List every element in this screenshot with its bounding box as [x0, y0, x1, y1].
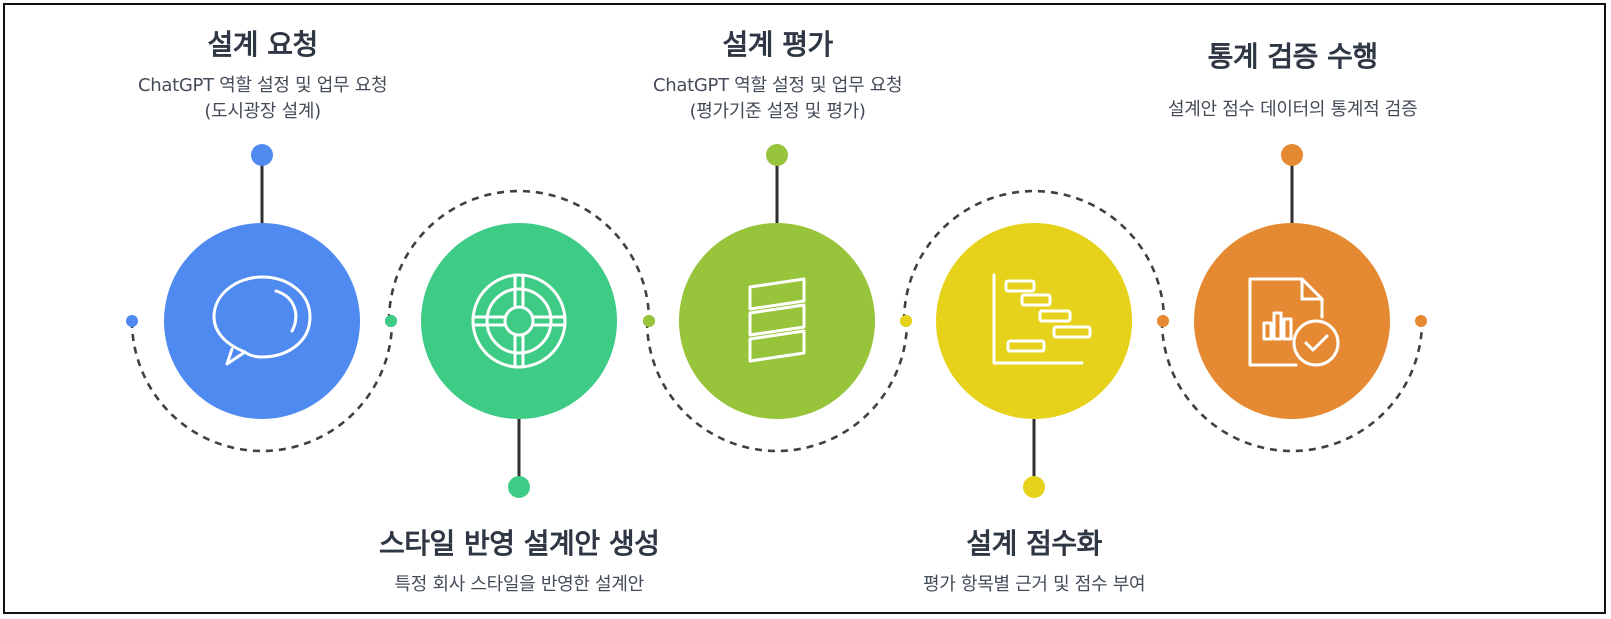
step-1-label: 설계 요청 ChatGPT 역할 설정 및 업무 요청 (도시광장 설계) — [138, 23, 388, 125]
step-3-label: 설계 평가 ChatGPT 역할 설정 및 업무 요청 (평가기준 설정 및 평… — [653, 23, 903, 125]
step-1-desc-line-1: ChatGPT 역할 설정 및 업무 요청 — [138, 75, 388, 96]
step-4-desc-line-1: 평가 항목별 근거 및 점수 부여 — [923, 574, 1146, 595]
step-4-circle — [936, 223, 1132, 419]
verified-report-icon — [1248, 277, 1340, 367]
stem-lines — [251, 144, 1303, 498]
layer-1 — [748, 277, 806, 311]
step-2-description: 특정 회사 스타일을 반영한 설계안 — [379, 572, 659, 598]
wheel-middle-ring — [485, 287, 553, 355]
step-5-right-dot — [1415, 315, 1427, 327]
gantt-chart-icon — [992, 273, 1092, 365]
diagram-frame: 설계 요청 ChatGPT 역할 설정 및 업무 요청 (도시광장 설계) 스타… — [3, 3, 1606, 614]
step-4-description: 평가 항목별 근거 및 점수 부여 — [923, 572, 1146, 598]
report-fold — [1300, 277, 1324, 301]
step-3-description: ChatGPT 역할 설정 및 업무 요청 (평가기준 설정 및 평가) — [653, 73, 903, 125]
process-diagram — [126, 144, 1427, 498]
step-1-circle — [164, 223, 360, 419]
step-2-title: 스타일 반영 설계안 생성 — [379, 527, 660, 560]
gantt-bar-1 — [1004, 279, 1036, 293]
gantt-bar-2 — [1020, 293, 1052, 307]
step-circles — [164, 223, 1390, 419]
report-page — [1248, 277, 1324, 367]
speech-bubble-icon — [212, 275, 312, 366]
step-1-desc-line-2: (도시광장 설계) — [204, 101, 321, 122]
step-5-desc-line-1: 설계안 점수 데이터의 통계적 검증 — [1168, 99, 1418, 120]
dashed-connectors — [126, 189, 1427, 453]
step-1-description: ChatGPT 역할 설정 및 업무 요청 (도시광장 설계) — [138, 73, 388, 125]
wheel-hub — [503, 305, 535, 337]
step-2-desc-line-1: 특정 회사 스타일을 반영한 설계안 — [394, 574, 645, 595]
step-5-stem-dot — [1281, 144, 1303, 166]
step-1-title: 설계 요청 — [207, 28, 318, 61]
step-3-circle — [679, 223, 875, 419]
step-3-stem-dot — [766, 144, 788, 166]
step-4-stem-dot — [1023, 476, 1045, 498]
step-3-left-dot — [643, 315, 655, 327]
gantt-bar-5 — [1006, 339, 1046, 353]
stacked-layers-icon — [748, 277, 806, 363]
target-wheel-icon — [471, 273, 567, 369]
step-5-title: 통계 검증 수행 — [1207, 40, 1379, 73]
step-2-circle — [421, 223, 617, 419]
layer-3 — [748, 329, 806, 363]
step-3-desc-line-1: ChatGPT 역할 설정 및 업무 요청 — [653, 75, 903, 96]
report-bar-2 — [1272, 311, 1283, 341]
report-bar-1 — [1262, 321, 1273, 341]
step-1-left-dot — [126, 315, 138, 327]
layer-2 — [748, 303, 806, 337]
step-4-left-dot — [900, 315, 912, 327]
step-4-title: 설계 점수화 — [966, 527, 1102, 560]
step-3-title: 설계 평가 — [722, 28, 833, 61]
step-2-left-dot — [385, 315, 397, 327]
gantt-bar-3 — [1038, 309, 1072, 323]
gantt-axes — [992, 273, 1084, 365]
step-2-stem-dot — [508, 476, 530, 498]
check-mark — [1304, 334, 1329, 352]
step-4-label: 설계 점수화 평가 항목별 근거 및 점수 부여 — [923, 522, 1146, 598]
step-5-left-dot — [1157, 315, 1169, 327]
step-3-desc-line-2: (평가기준 설정 및 평가) — [689, 101, 866, 122]
speech-bubble-highlight — [274, 289, 298, 333]
check-circle — [1292, 319, 1340, 367]
speech-bubble-outline — [212, 275, 312, 366]
step-2-label: 스타일 반영 설계안 생성 특정 회사 스타일을 반영한 설계안 — [379, 522, 660, 598]
report-bar-3 — [1282, 317, 1293, 341]
step-5-description: 설계안 점수 데이터의 통계적 검증 — [1168, 97, 1418, 123]
wheel-outer-ring — [471, 273, 567, 369]
step-5-label: 통계 검증 수행 설계안 점수 데이터의 통계적 검증 — [1168, 35, 1418, 123]
gantt-bar-4 — [1052, 325, 1092, 339]
step-1-stem-dot — [251, 144, 273, 166]
